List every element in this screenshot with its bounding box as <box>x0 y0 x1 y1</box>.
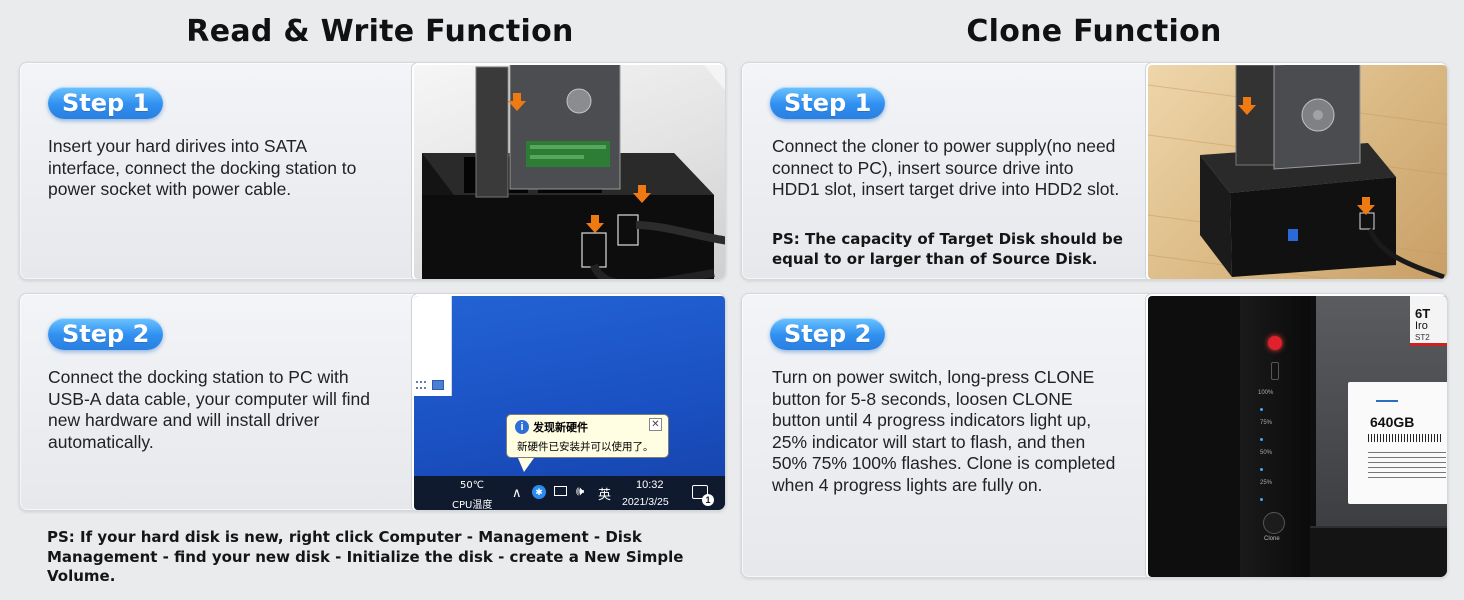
close-icon[interactable]: ✕ <box>649 418 662 431</box>
rw-step1-photo <box>412 63 725 279</box>
popup-tail <box>518 458 534 472</box>
drive-label-logo <box>1376 390 1398 402</box>
indicator-led-75 <box>1260 438 1263 441</box>
indicator-50: 50% <box>1260 450 1273 456</box>
rw-step1-card: Step 1 Insert your hard dirives into SAT… <box>19 62 726 280</box>
rw-step1-label: Step 1 <box>48 87 164 119</box>
notification-icon[interactable] <box>692 485 708 499</box>
clone-button <box>1263 512 1285 534</box>
indicator-led-100 <box>1260 408 1263 411</box>
clone-capacity-note: PS: The capacity of Target Disk should b… <box>772 230 1123 268</box>
drive-capacity: 640GB <box>1370 414 1415 430</box>
cpu-label: CPU温度 <box>452 500 493 511</box>
notification-count: 1 <box>702 494 714 506</box>
popup-title: 发现新硬件 <box>533 421 588 434</box>
indicator-75: 75% <box>1260 420 1273 426</box>
info-icon: i <box>515 420 529 434</box>
chevron-up-icon[interactable]: ∧ <box>512 485 522 500</box>
drive-label-top: 6T Iro ST2 <box>1410 296 1447 346</box>
ime-indicator[interactable]: 英 <box>598 488 612 503</box>
clone-step2-photo: 100% 75% 50% 25% Clone 6T Iro ST2 640GB <box>1146 294 1447 577</box>
clock-time[interactable]: 10:32 <box>636 479 664 491</box>
drive-model-text: ST2 <box>1415 333 1430 342</box>
new-hardware-popup[interactable]: i 发现新硬件 ✕ 新硬件已安装并可以使用了。 <box>506 414 669 458</box>
indicator-led-50 <box>1260 468 1263 471</box>
dock-on-wood-illustration <box>1148 65 1447 279</box>
drive-label-main: 640GB <box>1348 382 1447 504</box>
rw-step1-text: Insert your hard dirives into SATA inter… <box>48 136 357 199</box>
taskbar: 50℃ CPU温度 ∧ ✱ 🕪 英 10:32 2021/3/25 1 <box>414 476 725 511</box>
switch-slot <box>1271 362 1279 380</box>
clone-step1-photo <box>1146 63 1447 279</box>
drive-top-text: 6T <box>1415 306 1431 321</box>
dock-with-drives-illustration <box>422 65 725 279</box>
clone-step1-text: Connect the cloner to power supply(no ne… <box>772 136 1120 199</box>
drive-label-fineprint <box>1368 452 1446 482</box>
network-icon[interactable] <box>554 486 567 496</box>
clone-step2-label: Step 2 <box>770 318 886 350</box>
bluetooth-icon[interactable]: ✱ <box>532 485 546 499</box>
clone-step1-card: Step 1 Connect the cloner to power suppl… <box>741 62 1448 280</box>
rw-step2-card: Step 2 Connect the docking station to PC… <box>19 293 726 511</box>
indicator-led-25 <box>1260 498 1263 501</box>
rw-step2-label: Step 2 <box>48 318 164 350</box>
indicator-25: 25% <box>1260 480 1273 486</box>
rw-step2-text: Connect the docking station to PC with U… <box>48 367 370 452</box>
clone-step1-label: Step 1 <box>770 87 886 119</box>
rw-step2-desktop-screenshot: i 发现新硬件 ✕ 新硬件已安装并可以使用了。 50℃ CPU温度 ∧ ✱ 🕪 … <box>412 294 725 511</box>
read-write-title: Read & Write Function <box>186 14 574 49</box>
details-view-icon <box>432 380 444 390</box>
clone-step2-text: Turn on power switch, long-press CLONE b… <box>772 367 1116 495</box>
clone-button-label: Clone <box>1264 536 1280 542</box>
popup-body: 新硬件已安装并可以使用了。 <box>517 441 654 453</box>
cpu-temp: 50℃ <box>460 480 484 491</box>
clone-step2-card: Step 2 Turn on power switch, long-press … <box>741 293 1448 578</box>
clock-date[interactable]: 2021/3/25 <box>622 496 669 508</box>
clone-title: Clone Function <box>966 14 1222 49</box>
indicator-100: 100% <box>1258 390 1274 396</box>
volume-icon[interactable]: 🕪 <box>576 483 585 498</box>
power-led-button <box>1268 336 1282 350</box>
drive-label-barcode <box>1368 434 1442 442</box>
drive-tray <box>1310 526 1447 577</box>
explorer-window-fragment <box>414 296 452 396</box>
list-view-icon <box>416 381 426 389</box>
drive-brand-text: Iro <box>1415 320 1428 332</box>
rw-initialize-note: PS: If your hard disk is new, right clic… <box>47 528 684 585</box>
